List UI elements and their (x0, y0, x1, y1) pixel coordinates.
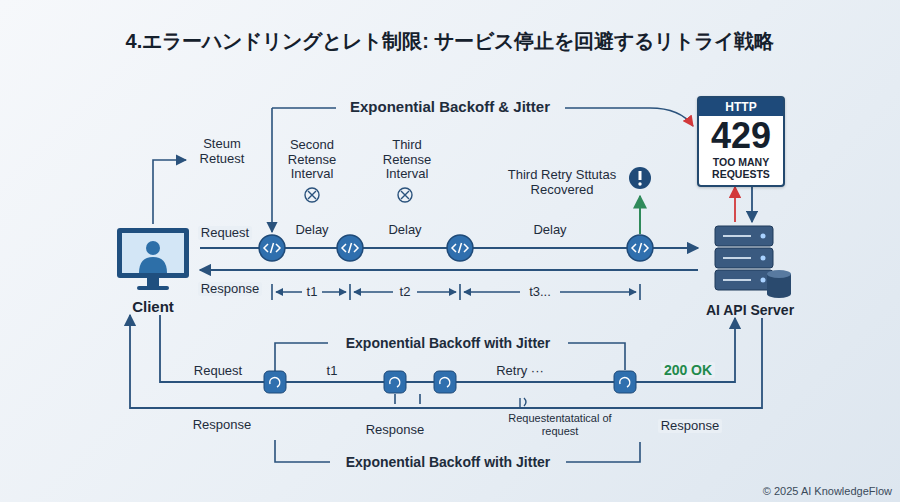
tick-line (395, 394, 420, 404)
annotation: t2 (390, 285, 420, 300)
leader-line (153, 160, 186, 224)
fail-icon (305, 188, 412, 202)
annotation: t1 (317, 364, 347, 379)
server-node: AI API Server (698, 222, 802, 318)
client-node: Client (106, 226, 200, 315)
connector (734, 187, 736, 222)
dimension-tick (272, 284, 640, 300)
edge-label: Request (198, 226, 252, 241)
recovery-arrow (639, 196, 641, 234)
section-heading: Exponential Backoff with Jitter (328, 454, 568, 470)
annotation: Delay (520, 223, 580, 238)
annotation: t1 (297, 285, 327, 300)
edge-label: Response (198, 282, 263, 297)
edge-label: Response (658, 419, 723, 434)
status-text: TOO MANY REQUESTS (699, 156, 783, 180)
annotation: Third Retense Interval (370, 138, 444, 183)
bracket-line (271, 108, 273, 232)
annotation: Response (182, 418, 262, 433)
annotation: t3... (520, 285, 560, 300)
connector (130, 315, 762, 408)
server-icon (705, 222, 795, 300)
annotation: Retry ··· (480, 364, 560, 379)
annotation: Request (183, 364, 253, 379)
alert-icon (629, 167, 651, 189)
node-label: Client (132, 298, 174, 315)
annotation: Third Retry Sttutas Recovered (496, 168, 628, 198)
connector (751, 187, 753, 222)
annotation: Delay (375, 223, 435, 238)
small-glyph (520, 398, 526, 408)
edge-label: 200 OK (661, 362, 715, 378)
status-box: HTTP429TOO MANY REQUESTS (697, 96, 785, 187)
bracket-line (565, 108, 693, 126)
connector (200, 269, 698, 271)
section-heading: Exponential Backoff with Jitter (328, 335, 568, 351)
annotation: Second Retense Interval (275, 138, 349, 183)
title: 4.エラーハンドリングとレト制限: サービス停止を回避するリトライ戦略 (0, 28, 900, 55)
annotation: Response (355, 423, 435, 438)
caption: © 2025 AI KnowledgeFlow (763, 485, 892, 497)
section-heading: Exponential Backoff & Jitter (325, 98, 575, 115)
status-code: 429 (711, 116, 771, 156)
annotation: Steum Retuest (191, 137, 253, 167)
box-header: HTTP (699, 98, 783, 116)
annotation: Delay (282, 223, 342, 238)
annotation: Requestentatatical of request (498, 412, 622, 437)
monitor-icon (113, 226, 193, 294)
request-node-icon (259, 235, 653, 261)
retry-icon (264, 371, 636, 393)
bracket-line (272, 107, 336, 109)
node-label: AI API Server (706, 302, 794, 318)
